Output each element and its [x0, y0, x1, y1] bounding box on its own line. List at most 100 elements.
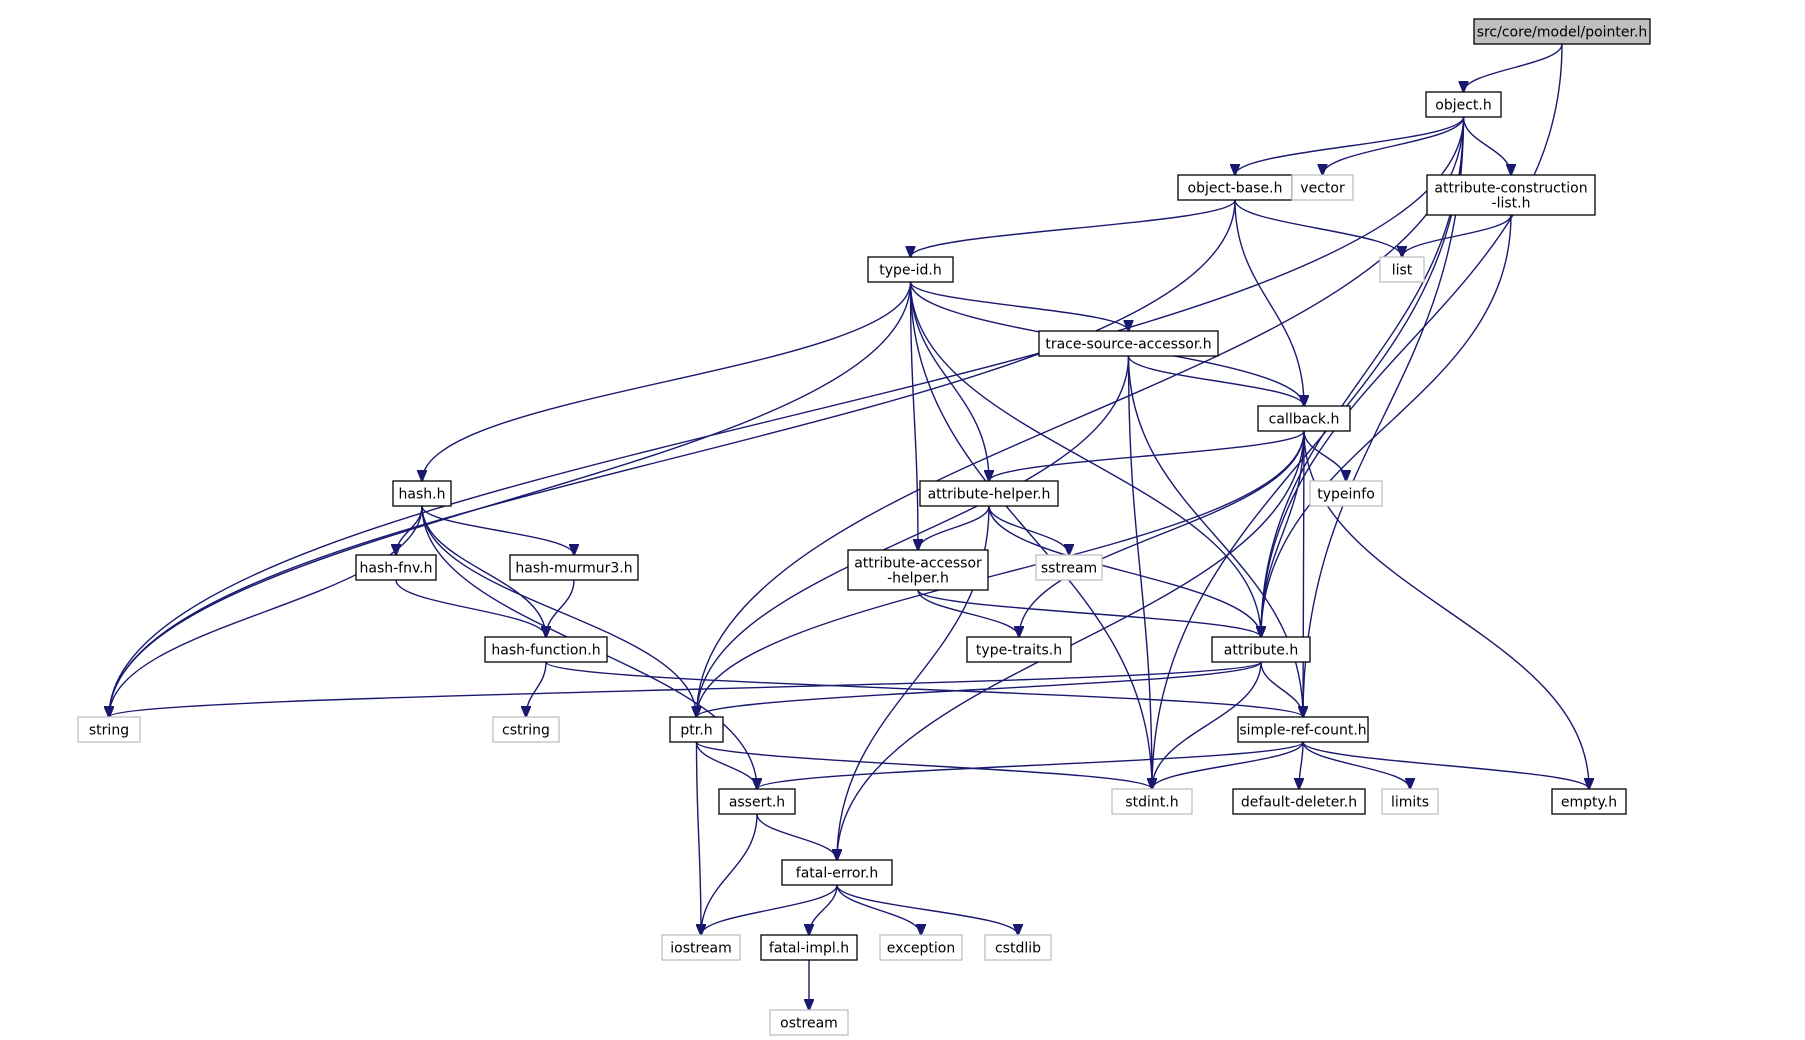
node-label: object.h — [1435, 98, 1491, 114]
node-type-id-h[interactable]: type-id.h — [867, 256, 954, 283]
edge-attribute_h-to-string — [109, 661, 1262, 717]
edge-attribute_helper_h-to-sstream — [988, 505, 1069, 555]
edge-object_h-to-string — [109, 116, 1465, 717]
node-box — [1551, 788, 1627, 815]
edge-attribute_h-to-stdint_h — [1152, 661, 1262, 789]
node-label: -helper.h — [887, 571, 949, 587]
edge-trace_source_accessor_h-to-stdint_h — [1127, 355, 1153, 789]
edge-layer — [109, 43, 1589, 1010]
node-label: hash-murmur3.h — [515, 561, 632, 577]
node-hash-function-h[interactable]: hash-function.h — [484, 636, 608, 663]
edge-hash_function_h-to-cstring — [526, 661, 547, 717]
node-ostream: ostream — [769, 1009, 849, 1036]
node-label: trace-source-accessor.h — [1045, 337, 1211, 353]
node-box — [492, 716, 560, 743]
node-label: cstdlib — [995, 941, 1041, 957]
node-attribute-helper-h[interactable]: attribute-helper.h — [919, 480, 1059, 507]
edge-ptr_h-to-iostream — [695, 741, 702, 935]
node-hash-fnv-h[interactable]: hash-fnv.h — [355, 554, 437, 581]
edge-attribute_helper_h-to-attr_accessor_helper_h — [918, 505, 990, 550]
edge-trace_source_accessor_h-to-ptr_h — [697, 355, 1130, 717]
edge-object_h-to-simple_ref_count_h — [1303, 116, 1465, 717]
node-assert-h[interactable]: assert.h — [718, 788, 796, 815]
node-box — [1211, 636, 1311, 663]
node-type-traits-h[interactable]: type-traits.h — [966, 636, 1072, 663]
edge-type_id_h-to-hash_h — [422, 281, 912, 481]
node-simple-ref-count-h[interactable]: simple-ref-count.h — [1237, 716, 1369, 743]
node-attr-constr-list-h[interactable]: attribute-construction-list.h — [1426, 174, 1596, 216]
edge-hash_h-to-hash_murmur3_h — [421, 505, 574, 555]
node-label: ptr.h — [680, 723, 712, 739]
node-box — [1291, 174, 1354, 201]
node-hash-murmur3-h[interactable]: hash-murmur3.h — [509, 554, 639, 581]
node-iostream: iostream — [661, 934, 741, 961]
node-fatal-error-h[interactable]: fatal-error.h — [781, 859, 893, 886]
edge-hash_h-to-hash_function_h — [421, 505, 546, 637]
node-label: assert.h — [729, 795, 785, 811]
edge-object_h-to-object_base_h — [1235, 116, 1465, 175]
edge-attribute_h-to-simple_ref_count_h — [1260, 661, 1303, 717]
edge-simple_ref_count_h-to-limits — [1302, 741, 1410, 789]
edge-attribute_helper_h-to-attribute_h — [988, 505, 1261, 637]
node-object-h[interactable]: object.h — [1425, 91, 1502, 118]
node-box — [879, 934, 963, 961]
node-box — [1379, 256, 1425, 283]
node-box — [1177, 174, 1293, 201]
edge-trace_source_accessor_h-to-callback_h — [1127, 355, 1305, 406]
edge-ptr_h-to-assert_h — [695, 741, 758, 789]
edge-hash_h-to-ptr_h — [421, 505, 697, 717]
node-attribute-h[interactable]: attribute.h — [1211, 636, 1311, 663]
edge-assert_h-to-iostream — [701, 813, 758, 935]
node-label: attribute-accessor — [854, 556, 982, 572]
node-label: -list.h — [1492, 196, 1531, 212]
node-box — [760, 934, 858, 961]
node-box — [77, 716, 141, 743]
node-empty-h[interactable]: empty.h — [1551, 788, 1627, 815]
node-label: attribute-construction — [1434, 181, 1587, 197]
node-label: vector — [1300, 181, 1345, 197]
edge-hash_fnv_h-to-hash_function_h — [395, 579, 546, 637]
node-label: default-deleter.h — [1241, 795, 1357, 811]
edge-type_id_h-to-trace_source_accessor_h — [909, 281, 1129, 331]
node-box — [1426, 174, 1596, 216]
edge-hash_function_h-to-simple_ref_count_h — [545, 661, 1303, 717]
node-pointer-h[interactable]: src/core/model/pointer.h — [1473, 18, 1651, 45]
node-object-base-h[interactable]: object-base.h — [1177, 174, 1293, 201]
edge-callback_h-to-typeinfo — [1303, 430, 1346, 481]
node-box — [392, 480, 452, 507]
node-fatal-impl-h[interactable]: fatal-impl.h — [760, 934, 858, 961]
edge-callback_h-to-attribute_helper_h — [989, 430, 1305, 481]
edge-fatal_error_h-to-exception — [836, 884, 921, 935]
edge-attr_constr_list_h-to-attribute_h — [1261, 214, 1512, 637]
node-box — [1035, 554, 1103, 581]
node-sstream: sstream — [1035, 554, 1103, 581]
edge-object_base_h-to-list — [1234, 199, 1402, 257]
node-trace-source-accessor-h[interactable]: trace-source-accessor.h — [1038, 330, 1219, 357]
edge-pointer_h-to-attribute_h — [1261, 43, 1563, 637]
edge-simple_ref_count_h-to-stdint_h — [1152, 741, 1304, 789]
node-box — [1425, 91, 1502, 118]
node-box — [509, 554, 639, 581]
node-box — [669, 716, 724, 743]
edge-type_id_h-to-attr_accessor_helper_h — [909, 281, 919, 550]
edge-type_id_h-to-attribute_h — [909, 281, 1262, 637]
node-box — [769, 1009, 849, 1036]
node-ptr-h[interactable]: ptr.h — [669, 716, 724, 743]
node-hash-h[interactable]: hash.h — [392, 480, 452, 507]
edge-attr_accessor_helper_h-to-attribute_h — [917, 589, 1261, 637]
node-label: fatal-impl.h — [769, 941, 849, 957]
node-box — [1473, 18, 1651, 45]
node-label: src/core/model/pointer.h — [1477, 25, 1648, 41]
node-typeinfo: typeinfo — [1309, 480, 1383, 507]
node-attr-accessor-helper-h[interactable]: attribute-accessor-helper.h — [847, 549, 989, 591]
edge-ptr_h-to-stdint_h — [695, 741, 1153, 789]
edge-object_h-to-stdint_h — [1152, 116, 1465, 789]
edge-callback_h-to-simple_ref_count_h — [1303, 430, 1304, 717]
node-box — [966, 636, 1072, 663]
node-box — [1111, 788, 1193, 815]
node-callback-h[interactable]: callback.h — [1257, 405, 1351, 432]
edge-type_id_h-to-attribute_helper_h — [909, 281, 990, 481]
node-label: hash-fnv.h — [360, 561, 433, 577]
node-default-deleter-h[interactable]: default-deleter.h — [1232, 788, 1366, 815]
